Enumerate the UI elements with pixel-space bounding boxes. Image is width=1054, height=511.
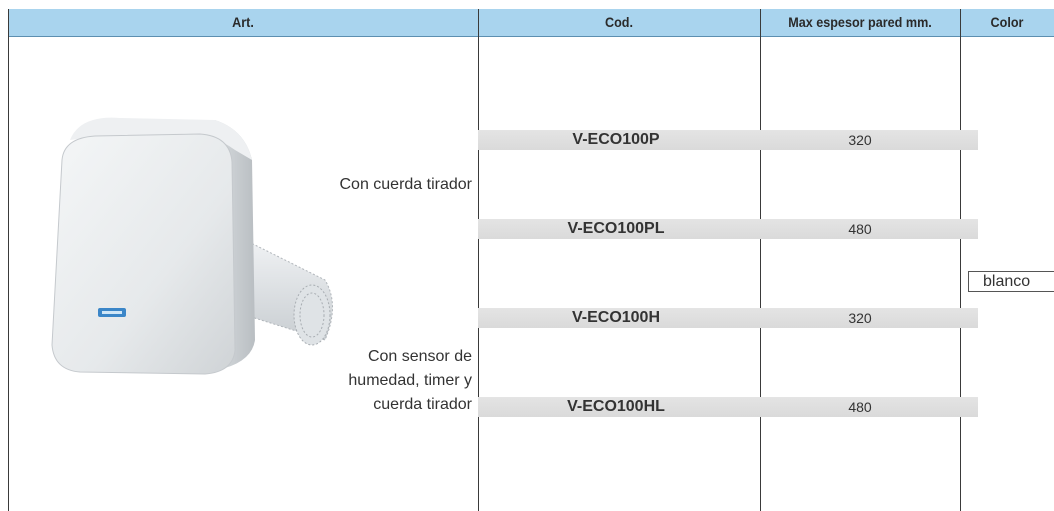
row-band	[478, 130, 978, 150]
column-divider-espesor-color	[960, 9, 961, 511]
ventilator-product-image	[51, 117, 333, 375]
description-group-1: Con cuerda tirador	[339, 176, 472, 193]
wall-thickness-value: 320	[848, 310, 872, 326]
product-code: V-ECO100HL	[567, 398, 665, 415]
wall-thickness-value: 480	[848, 221, 872, 237]
column-divider-cod-espesor	[760, 9, 761, 511]
column-divider-art-cod	[478, 9, 479, 511]
row-band	[478, 308, 978, 328]
header-cod: Cod.	[604, 14, 633, 30]
product-code: V-ECO100H	[571, 309, 661, 326]
row-band	[478, 397, 978, 417]
description-group-2-line-2: humedad, timer y	[348, 372, 472, 389]
row-band	[478, 219, 978, 239]
column-divider-left	[8, 9, 9, 511]
wall-thickness-value: 480	[848, 399, 872, 415]
table-header: Art. Cod. Max espesor pared mm. Color	[8, 9, 1054, 37]
description-group-2-line-3: cuerda tirador	[373, 396, 472, 413]
product-code: V-ECO100P	[572, 131, 660, 148]
description-group-2-line-1: Con sensor de	[367, 348, 472, 365]
product-code: V-ECO100PL	[567, 220, 665, 237]
header-color: Color	[990, 14, 1024, 30]
color-value: blanco	[968, 271, 1054, 292]
header-art: Art.	[232, 14, 254, 30]
header-max-espesor: Max espesor pared mm.	[788, 14, 932, 30]
wall-thickness-value: 320	[848, 132, 872, 148]
